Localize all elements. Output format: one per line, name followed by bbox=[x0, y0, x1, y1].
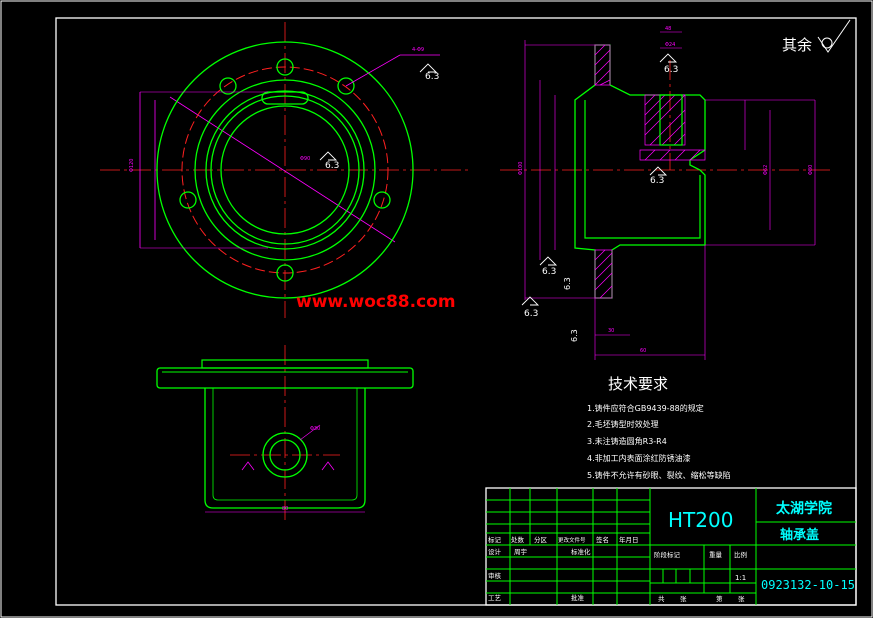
stage-label-mark: 阶段标记 bbox=[654, 550, 681, 559]
front-dim-w: 80 bbox=[282, 506, 288, 512]
tech-requirements-title: 技术要求 bbox=[608, 375, 668, 393]
section-dim-width: 48 bbox=[665, 26, 671, 32]
tech-req-item-5: 5.铸件不允许有砂眼、裂纹、缩松等缺陷 bbox=[587, 470, 731, 480]
title-block bbox=[485, 487, 857, 606]
surface-finish-value: 6.3 bbox=[542, 267, 556, 277]
surface-finish-value: 6.3 bbox=[563, 277, 572, 290]
section-dim-d2: Φ80 bbox=[808, 165, 814, 175]
top-view-dim-d1: Φ90 bbox=[300, 156, 310, 162]
surface-finish-value: 6.3 bbox=[570, 329, 579, 342]
surface-finish-value: 6.3 bbox=[425, 72, 439, 82]
surface-finish-value: 6.3 bbox=[664, 65, 678, 75]
surface-finish-symbol bbox=[419, 63, 438, 73]
top-view: Φ120 4-Φ9 Φ90 6.3 6.3 bbox=[100, 22, 470, 318]
header-cell-sign: 签名 bbox=[596, 535, 609, 544]
tech-req-item-4: 4.非加工内表面涂红防锈油漆 bbox=[587, 453, 691, 463]
row-label-process: 工艺 bbox=[488, 594, 502, 602]
stage-label-weight: 重量 bbox=[709, 551, 723, 559]
drawing-frame-inner bbox=[55, 17, 857, 606]
section-dim-d1: Φ24 bbox=[665, 42, 675, 48]
remaining-finish-label: 其余 bbox=[782, 36, 812, 54]
sheet-label-total: 共 bbox=[658, 594, 665, 603]
tech-req-item-1: 1.铸件应符合GB9439-88的规定 bbox=[587, 403, 704, 413]
sheet-label-no: 第 bbox=[716, 594, 723, 603]
tech-req-item-3: 3.未注铸造圆角R3-R4 bbox=[587, 436, 667, 446]
row-label-approve: 批准 bbox=[571, 593, 585, 602]
row-label-design: 设计 bbox=[488, 547, 502, 556]
top-view-dim-d2: Φ120 bbox=[129, 159, 135, 172]
row-label-standard: 标准化 bbox=[571, 547, 591, 556]
title-part-name: 轴承盖 bbox=[780, 527, 819, 543]
stage-label-scale: 比例 bbox=[734, 550, 747, 559]
sheet-label-sheet2: 张 bbox=[738, 594, 745, 603]
surface-finish-value: 6.3 bbox=[325, 161, 339, 171]
tech-req-item-2: 2.毛坯铸型时效处理 bbox=[587, 419, 659, 429]
header-cell-count: 处数 bbox=[511, 535, 525, 544]
remaining-finish-symbol bbox=[817, 19, 851, 53]
designer-name: 周宇 bbox=[514, 547, 528, 556]
title-scale-value: 1:1 bbox=[735, 574, 746, 582]
header-cell-zone: 分区 bbox=[534, 535, 548, 544]
section-dim-len2: 30 bbox=[608, 328, 614, 334]
header-cell-mark: 标记 bbox=[488, 535, 502, 544]
surface-finish-symbol bbox=[319, 151, 338, 161]
section-dim-len: 60 bbox=[640, 348, 646, 354]
sheet-label-sheet1: 张 bbox=[680, 594, 687, 603]
title-drawing-number: 0923132-10-15 bbox=[761, 578, 855, 592]
surface-finish-value: 6.3 bbox=[650, 176, 664, 186]
title-school: 太湖学院 bbox=[776, 500, 832, 517]
section-dim-d3: Φ62 bbox=[763, 165, 769, 175]
title-material: HT200 bbox=[668, 508, 733, 532]
section-dim-d4: Φ100 bbox=[518, 162, 524, 175]
header-cell-date: 年月日 bbox=[619, 535, 639, 544]
header-cell-doc: 更改文件号 bbox=[558, 536, 586, 544]
section-view: 48 Φ24 Φ100 Φ80 Φ62 60 30 6.3 6.3 6.3 6.… bbox=[500, 26, 830, 360]
front-view: Φ30 80 bbox=[156, 345, 414, 520]
surface-finish-value: 6.3 bbox=[524, 309, 538, 319]
row-label-review: 审核 bbox=[488, 571, 502, 580]
watermark: www.woc88.com bbox=[296, 292, 456, 312]
top-view-dim-hole: 4-Φ9 bbox=[412, 47, 424, 53]
front-dim-dia: Φ30 bbox=[310, 426, 320, 432]
